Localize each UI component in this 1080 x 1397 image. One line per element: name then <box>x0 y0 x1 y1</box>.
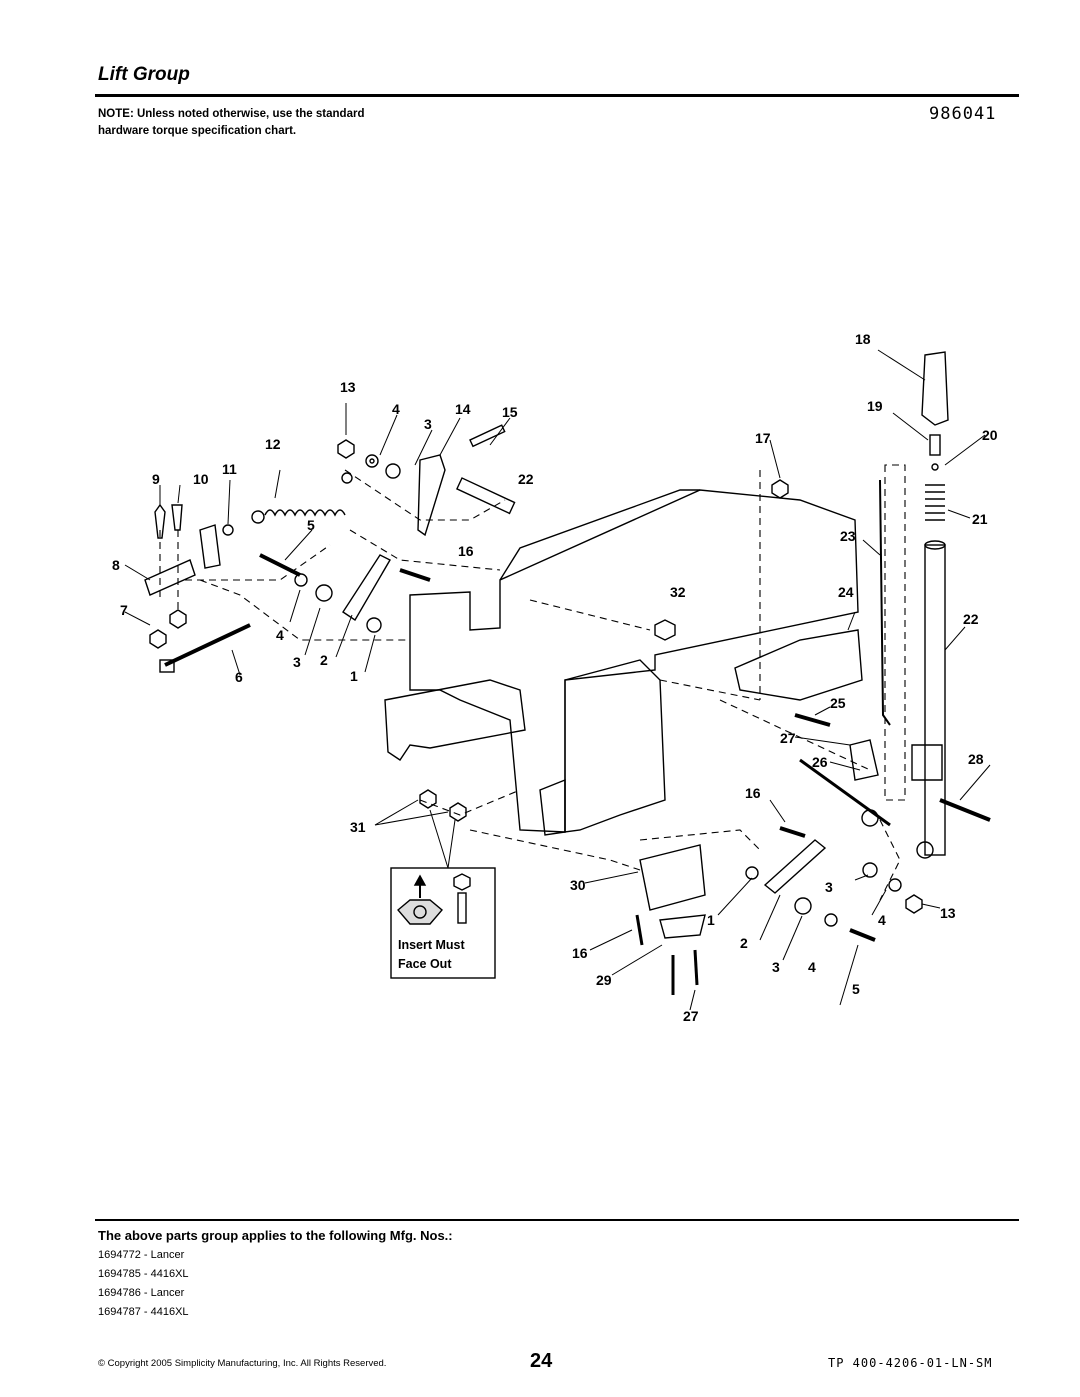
callout-13a: 13 <box>340 379 356 395</box>
callout-29: 29 <box>596 972 612 988</box>
list-item: 1694772 - Lancer <box>98 1249 185 1261</box>
callout-5a: 5 <box>307 517 315 533</box>
mfg-number-list: 1694772 - Lancer 1694785 - 4416XL 169478… <box>98 1246 189 1322</box>
lift-lever-tube <box>924 544 946 856</box>
callout-16a: 16 <box>458 543 474 559</box>
callout-7: 7 <box>120 602 128 618</box>
lift-arm <box>417 454 446 537</box>
frame-side-plate-2 <box>564 659 666 833</box>
callout-22b: 22 <box>963 611 979 627</box>
callout-16b: 16 <box>745 785 761 801</box>
callout-4a: 4 <box>392 401 400 417</box>
callout-14: 14 <box>455 401 471 417</box>
frame-top-flange <box>499 489 700 581</box>
callout-27b: 27 <box>683 1008 699 1024</box>
callout-12: 12 <box>265 436 281 452</box>
spring <box>264 509 346 517</box>
list-item: 1694785 - 4416XL <box>98 1268 189 1280</box>
callout-26: 26 <box>812 754 828 770</box>
callout-19: 19 <box>867 398 883 414</box>
callout-4c: 4 <box>878 912 886 928</box>
document-number: TP 400-4206-01-LN-SM <box>828 1356 993 1370</box>
callout-4b: 4 <box>276 627 284 643</box>
callout-2b: 2 <box>740 935 748 951</box>
callout-11: 11 <box>222 461 237 477</box>
applies-heading: The above parts group applies to the fol… <box>98 1228 453 1243</box>
callout-30: 30 <box>570 877 586 893</box>
callout-25: 25 <box>830 695 846 711</box>
callout-4d: 4 <box>808 959 816 975</box>
callout-10: 10 <box>193 471 209 487</box>
callout-9: 9 <box>152 471 160 487</box>
frame-side-plate <box>384 679 526 761</box>
callout-17: 17 <box>755 430 771 446</box>
callout-13b: 13 <box>940 905 956 921</box>
callout-20: 20 <box>982 427 998 443</box>
callout-18: 18 <box>855 331 871 347</box>
inset-label-line2: Face Out <box>398 957 452 971</box>
inset-box <box>390 867 496 979</box>
callout-28: 28 <box>968 751 984 767</box>
callout-5b: 5 <box>852 981 860 997</box>
torque-note: NOTE: Unless noted otherwise, use the st… <box>98 108 365 137</box>
callout-1b: 1 <box>707 912 715 928</box>
callout-2a: 2 <box>320 652 328 668</box>
page-number: 24 <box>530 1350 553 1372</box>
copyright-text: © Copyright 2005 Simplicity Manufacturin… <box>98 1358 387 1369</box>
callout-27a: 27 <box>780 730 796 746</box>
page-title: Lift Group <box>98 64 190 85</box>
callout-3a: 3 <box>424 416 432 432</box>
frame-bracket <box>409 489 859 833</box>
callout-21: 21 <box>972 511 988 527</box>
callout-1a: 1 <box>350 668 358 684</box>
inset-label-line1: Insert Must <box>398 938 465 952</box>
callout-24: 24 <box>838 584 854 600</box>
long-bolt <box>164 623 251 667</box>
frame-lower-plate <box>539 778 566 836</box>
section-rule <box>95 1219 1019 1221</box>
callout-6: 6 <box>235 669 243 685</box>
callout-3d: 3 <box>772 959 780 975</box>
callout-32: 32 <box>670 584 686 600</box>
lift-link <box>342 554 391 621</box>
callout-3b: 3 <box>293 654 301 670</box>
callout-31: 31 <box>350 819 366 835</box>
callout-23: 23 <box>840 528 856 544</box>
lift-handle-grip <box>921 351 949 426</box>
callout-8: 8 <box>112 557 120 573</box>
diagram-id: 986041 <box>929 104 997 124</box>
header-rule <box>95 94 1019 97</box>
callout-3c: 3 <box>825 879 833 895</box>
list-item: 1694787 - 4416XL <box>98 1306 189 1318</box>
list-item: 1694786 - Lancer <box>98 1287 185 1299</box>
callout-15: 15 <box>502 404 518 420</box>
callout-22a: 22 <box>518 471 534 487</box>
callout-16c: 16 <box>572 945 588 961</box>
